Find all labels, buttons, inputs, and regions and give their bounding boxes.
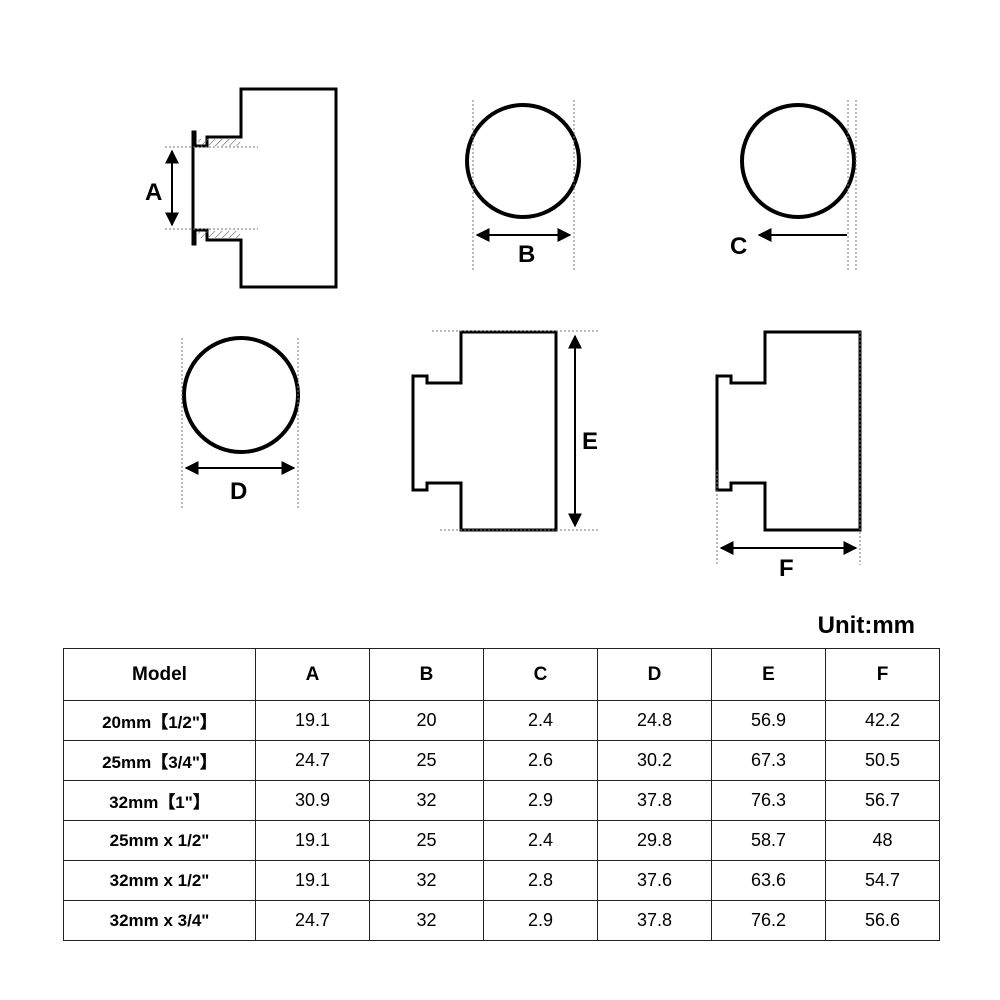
value-cell: 19.1 bbox=[255, 860, 370, 901]
column-header-model: Model bbox=[63, 648, 256, 701]
value-cell: 2.9 bbox=[483, 900, 598, 941]
value-cell: 54.7 bbox=[825, 860, 940, 901]
value-cell: 2.4 bbox=[483, 700, 598, 741]
value-cell: 29.8 bbox=[597, 820, 712, 861]
value-cell: 37.6 bbox=[597, 860, 712, 901]
value-cell: 25 bbox=[369, 820, 484, 861]
value-cell: 30.2 bbox=[597, 740, 712, 781]
value-cell: 2.9 bbox=[483, 780, 598, 821]
model-cell: 25mm【3/4"】 bbox=[63, 740, 256, 781]
value-cell: 67.3 bbox=[711, 740, 826, 781]
value-cell: 25 bbox=[369, 740, 484, 781]
value-cell: 30.9 bbox=[255, 780, 370, 821]
table-row: 25mm x 1/2" 19.1 25 2.4 29.8 58.7 48 bbox=[63, 820, 940, 861]
model-cell: 32mm x 1/2" bbox=[63, 860, 256, 901]
value-cell: 19.1 bbox=[255, 700, 370, 741]
value-cell: 2.4 bbox=[483, 820, 598, 861]
value-cell: 63.6 bbox=[711, 860, 826, 901]
value-cell: 76.2 bbox=[711, 900, 826, 941]
unit-label: Unit:mm bbox=[817, 612, 915, 639]
dimension-d-label: D bbox=[230, 478, 247, 505]
table-row: 20mm【1/2"】 19.1 20 2.4 24.8 56.9 42.2 bbox=[63, 700, 940, 741]
dimension-diagram: A B C D E F bbox=[145, 87, 862, 582]
column-header-c: C bbox=[483, 648, 598, 701]
value-cell: 56.6 bbox=[825, 900, 940, 941]
table-row: 32mm x 1/2" 19.1 32 2.8 37.6 63.6 54.7 bbox=[63, 860, 940, 901]
value-cell: 24.7 bbox=[255, 900, 370, 941]
model-cell: 32mm【1"】 bbox=[63, 780, 256, 821]
model-cell: 20mm【1/2"】 bbox=[63, 700, 256, 741]
circle-view-d bbox=[181, 336, 300, 508]
dimension-table: Model A B C D E F 20mm【1/2"】 19.1 20 2.4… bbox=[63, 648, 940, 941]
value-cell: 20 bbox=[369, 700, 484, 741]
value-cell: 56.9 bbox=[711, 700, 826, 741]
dimension-a-label: A bbox=[145, 179, 162, 206]
value-cell: 32 bbox=[369, 900, 484, 941]
column-header-a: A bbox=[255, 648, 370, 701]
value-cell: 37.8 bbox=[597, 900, 712, 941]
value-cell: 76.3 bbox=[711, 780, 826, 821]
column-header-e: E bbox=[711, 648, 826, 701]
value-cell: 2.6 bbox=[483, 740, 598, 781]
value-cell: 50.5 bbox=[825, 740, 940, 781]
tee-side-view-e bbox=[411, 330, 600, 532]
value-cell: 37.8 bbox=[597, 780, 712, 821]
value-cell: 42.2 bbox=[825, 700, 940, 741]
tee-side-view-f bbox=[715, 330, 862, 565]
dimension-c-label: C bbox=[730, 233, 747, 260]
value-cell: 58.7 bbox=[711, 820, 826, 861]
model-cell: 32mm x 3/4" bbox=[63, 900, 256, 941]
value-cell: 32 bbox=[369, 780, 484, 821]
dimension-f-label: F bbox=[779, 555, 794, 582]
value-cell: 48 bbox=[825, 820, 940, 861]
value-cell: 24.8 bbox=[597, 700, 712, 741]
value-cell: 2.8 bbox=[483, 860, 598, 901]
column-header-b: B bbox=[369, 648, 484, 701]
table-row: 32mm x 3/4" 24.7 32 2.9 37.8 76.2 56.6 bbox=[63, 900, 940, 941]
table-row: 32mm【1"】 30.9 32 2.9 37.8 76.3 56.7 bbox=[63, 780, 940, 821]
value-cell: 24.7 bbox=[255, 740, 370, 781]
column-header-f: F bbox=[825, 648, 940, 701]
model-cell: 25mm x 1/2" bbox=[63, 820, 256, 861]
column-header-d: D bbox=[597, 648, 712, 701]
value-cell: 32 bbox=[369, 860, 484, 901]
value-cell: 56.7 bbox=[825, 780, 940, 821]
dimension-e-label: E bbox=[582, 428, 598, 455]
circle-view-c bbox=[740, 100, 857, 270]
circle-view-b bbox=[465, 100, 581, 270]
table-row: 25mm【3/4"】 24.7 25 2.6 30.2 67.3 50.5 bbox=[63, 740, 940, 781]
tee-side-view-a bbox=[165, 87, 338, 289]
value-cell: 19.1 bbox=[255, 820, 370, 861]
table-header-row: Model A B C D E F bbox=[63, 648, 940, 701]
dimension-b-label: B bbox=[518, 241, 535, 268]
